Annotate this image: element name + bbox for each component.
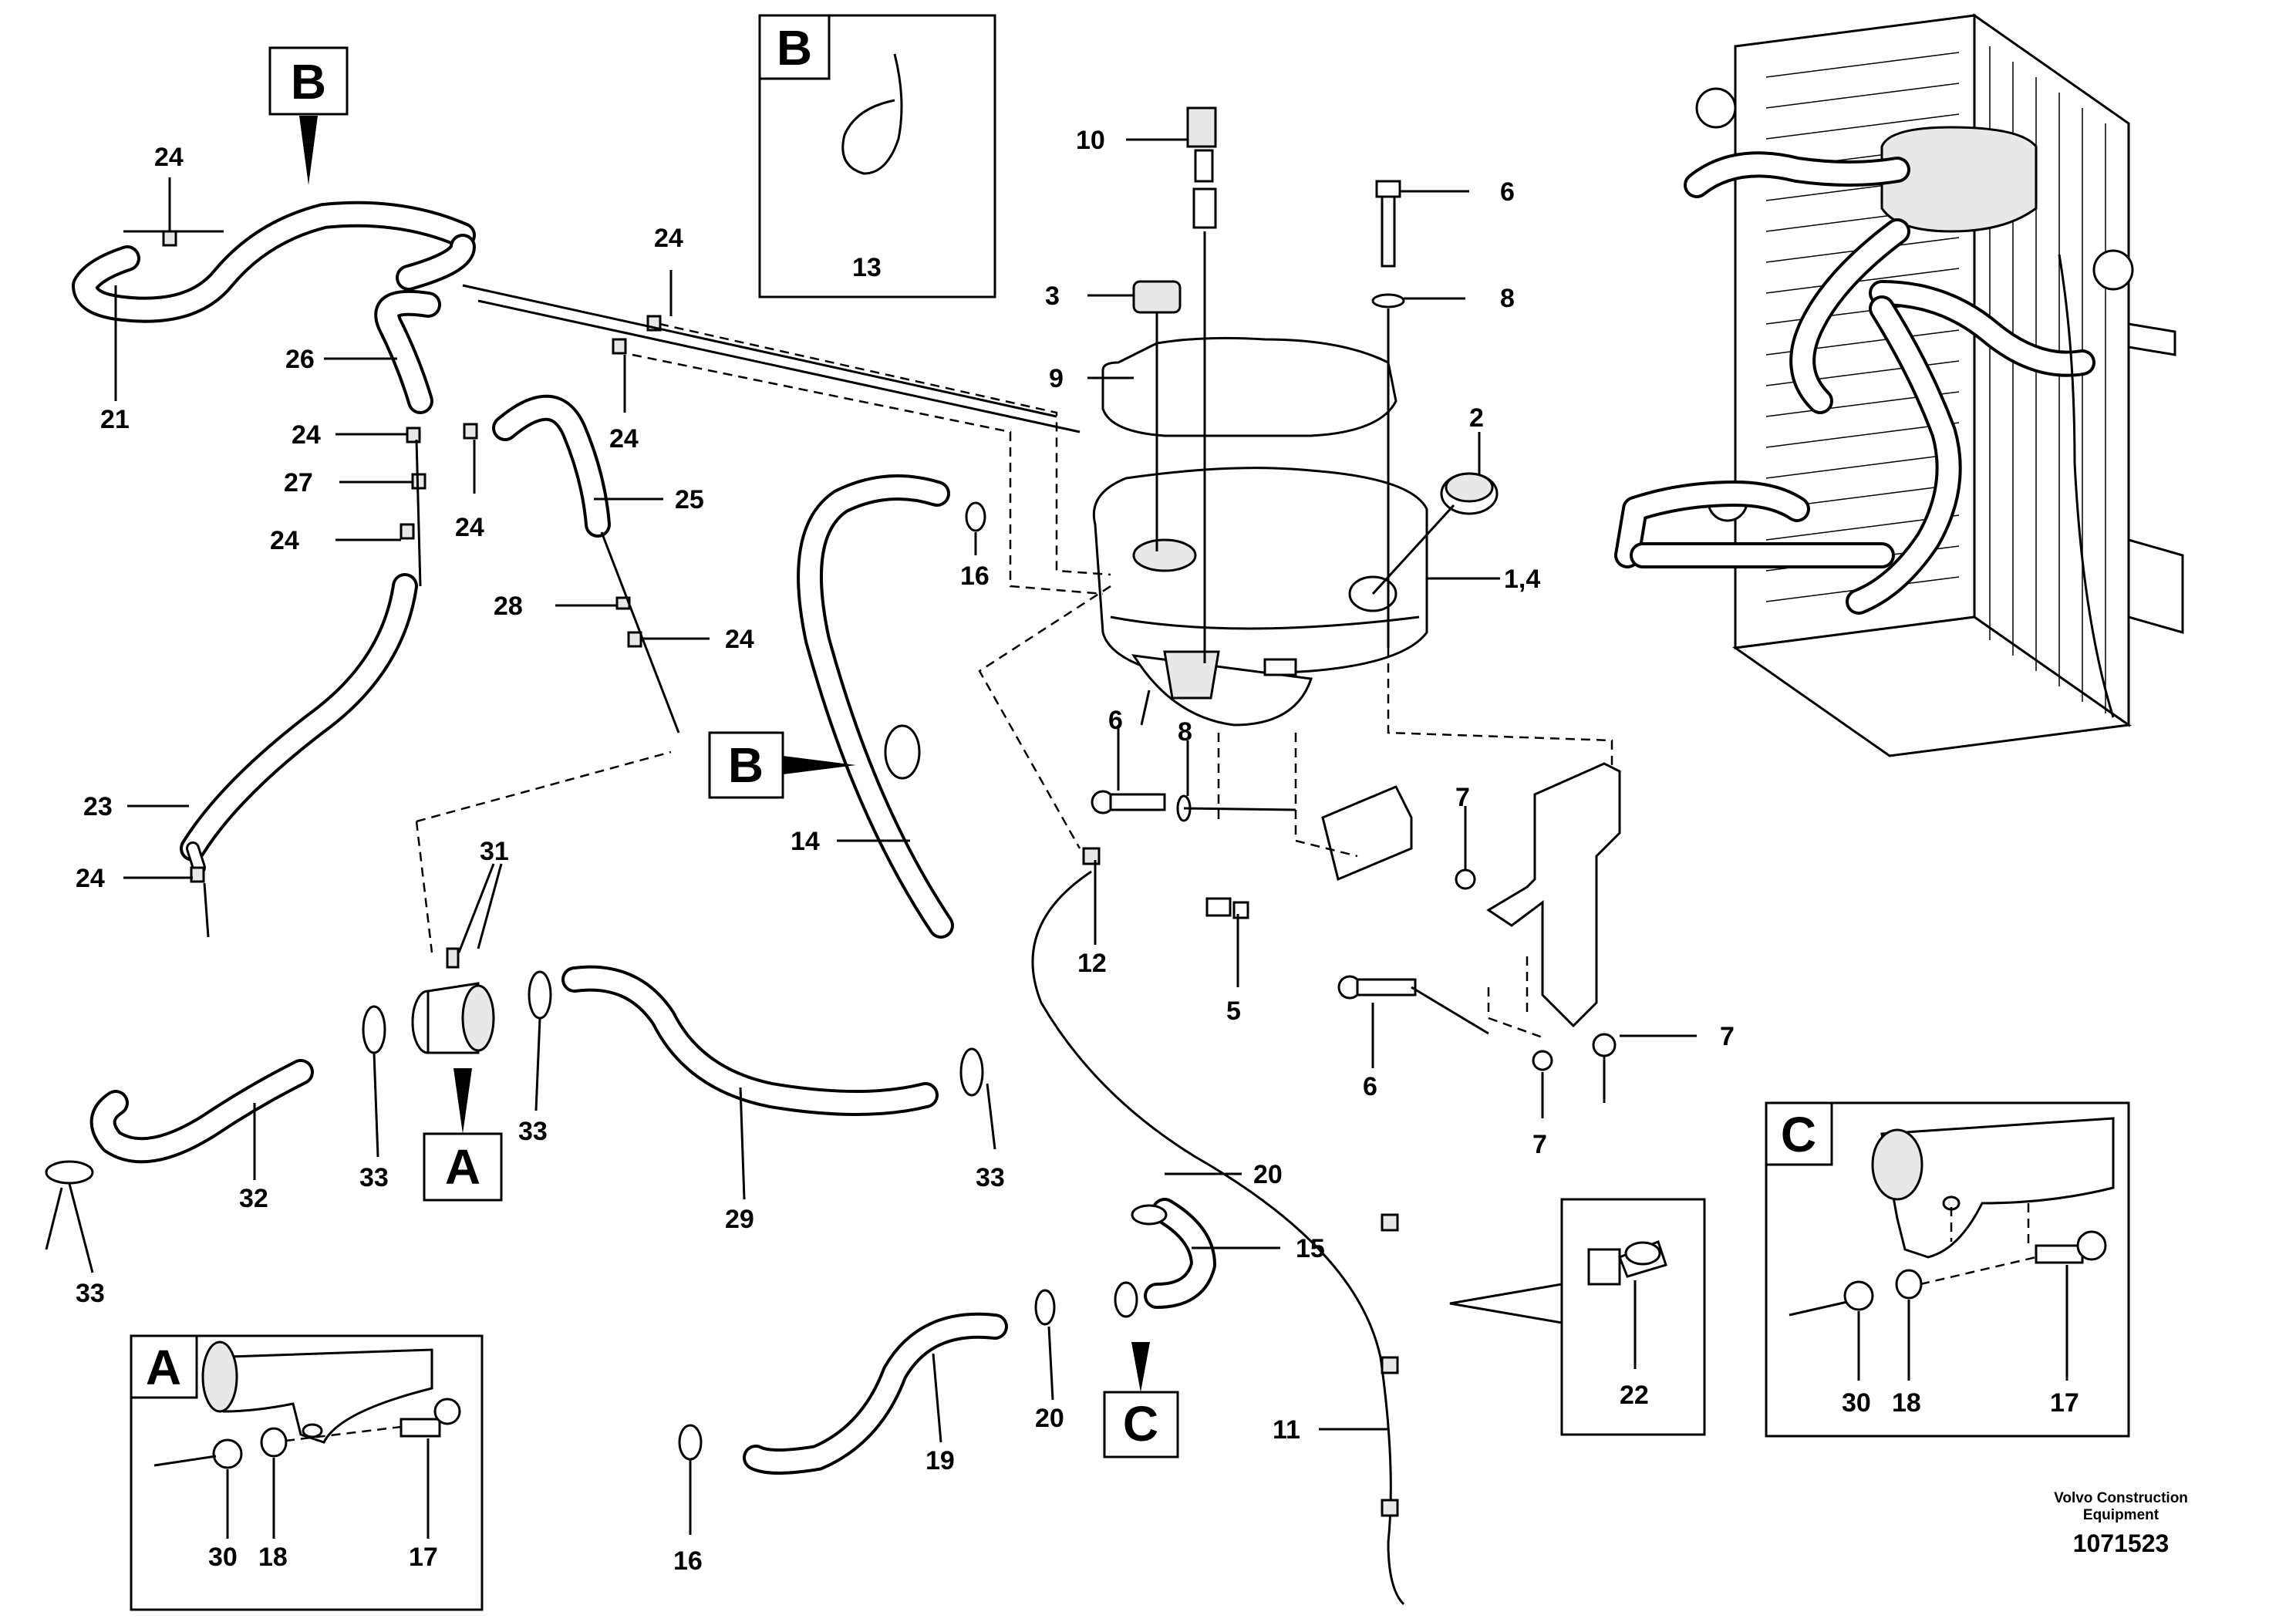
callout-11: 11 xyxy=(1273,1415,1300,1445)
callout-8-top: 8 xyxy=(1500,284,1515,313)
callout-24-a: 24 xyxy=(154,143,184,172)
callout-1-4: 1,4 xyxy=(1504,565,1540,594)
svg-text:17: 17 xyxy=(409,1543,438,1572)
callout-24-e: 24 xyxy=(455,513,484,542)
callout-19: 19 xyxy=(925,1446,955,1475)
callout-8-left: 8 xyxy=(1178,717,1192,747)
pressure-cap-2 xyxy=(1440,472,1499,515)
callout-9: 9 xyxy=(1049,364,1064,393)
callout-24-c: 24 xyxy=(292,420,321,450)
callout-27: 27 xyxy=(284,468,313,497)
svg-text:30: 30 xyxy=(208,1543,238,1572)
callout-31: 31 xyxy=(480,837,509,866)
detail-box-a: A 30 18 17 xyxy=(130,1334,484,1611)
callout-6-right: 6 xyxy=(1363,1072,1377,1101)
callout-15: 15 xyxy=(1296,1234,1325,1263)
connectors xyxy=(162,230,1399,1517)
callout-6-top: 6 xyxy=(1500,177,1515,207)
indicator-b-mid xyxy=(708,731,784,799)
detail-box-c: C 30 18 17 xyxy=(1765,1101,2130,1438)
coupling-a xyxy=(411,982,495,1054)
brackets xyxy=(1091,762,1621,1071)
brand-line-2: Equipment xyxy=(2083,1507,2159,1523)
bolt-6-right xyxy=(1337,975,1417,1000)
svg-text:18: 18 xyxy=(258,1543,288,1572)
nut-icon xyxy=(212,1438,243,1469)
svg-text:B: B xyxy=(777,20,812,76)
callout-20-bottom: 20 xyxy=(1035,1404,1064,1433)
nut-icon xyxy=(1843,1280,1874,1311)
callout-7-top: 7 xyxy=(1455,783,1470,812)
cap-3 xyxy=(1132,280,1182,314)
bolt-6-left xyxy=(1091,790,1166,814)
expansion-tank xyxy=(1092,336,1428,727)
callout-12: 12 xyxy=(1077,949,1107,978)
washer-icon xyxy=(260,1427,288,1458)
svg-text:A: A xyxy=(445,1139,480,1195)
indicator-c xyxy=(1103,1391,1179,1458)
callout-6-left: 6 xyxy=(1108,706,1123,735)
cable-tie-icon xyxy=(841,53,903,175)
bolt-icon xyxy=(400,1418,441,1438)
callout-23: 23 xyxy=(83,792,113,821)
callout-33-d: 33 xyxy=(76,1279,105,1308)
callout-25: 25 xyxy=(675,485,704,514)
callout-10: 10 xyxy=(1076,126,1105,155)
callout-33-c: 33 xyxy=(976,1163,1005,1192)
callout-24-h: 24 xyxy=(76,864,105,893)
callout-24-d: 24 xyxy=(609,424,639,454)
callout-26: 26 xyxy=(285,345,315,374)
svg-text:B: B xyxy=(291,54,326,110)
detail-box-clip: 22 xyxy=(1560,1198,1706,1436)
callout-33-a: 33 xyxy=(359,1163,389,1192)
letter-indicators: B B A C xyxy=(268,46,1179,1458)
callout-24-b: 24 xyxy=(654,224,683,253)
washer-icon xyxy=(1895,1269,1923,1300)
svg-text:13: 13 xyxy=(852,253,882,282)
svg-text:22: 22 xyxy=(1620,1381,1649,1410)
doc-number: 1071523 xyxy=(2073,1529,2170,1557)
callout-24-f: 24 xyxy=(270,526,299,555)
indicator-a xyxy=(423,1132,503,1202)
callout-16-bottom: 16 xyxy=(673,1546,703,1576)
callout-7-right: 7 xyxy=(1720,1022,1735,1051)
leader-lines xyxy=(45,116,1697,1535)
radiator-overview xyxy=(1614,13,2184,757)
bolt-icon xyxy=(2035,1244,2084,1264)
callout-16-top: 16 xyxy=(960,561,990,591)
callout-3: 3 xyxy=(1045,282,1060,311)
footer: Volvo Construction Equipment 1071523 xyxy=(2054,1490,2188,1557)
callout-32: 32 xyxy=(239,1184,268,1213)
callout-28: 28 xyxy=(494,592,523,621)
svg-text:C: C xyxy=(1781,1107,1816,1162)
callout-33-b: 33 xyxy=(518,1117,548,1146)
indicator-b-top xyxy=(268,46,349,116)
level-sensor-10 xyxy=(1186,106,1217,663)
callout-2: 2 xyxy=(1469,403,1484,433)
detail-box-b: B 13 xyxy=(758,14,996,298)
svg-text:30: 30 xyxy=(1842,1388,1871,1418)
svg-text:B: B xyxy=(728,737,764,793)
callout-5: 5 xyxy=(1226,996,1241,1026)
callout-20-top: 20 xyxy=(1253,1160,1283,1189)
brand-line-1: Volvo Construction xyxy=(2054,1490,2188,1506)
svg-text:C: C xyxy=(1123,1396,1158,1452)
callout-14: 14 xyxy=(791,827,820,856)
svg-text:18: 18 xyxy=(1892,1388,1921,1418)
callout-21: 21 xyxy=(100,405,130,434)
callout-24-g: 24 xyxy=(725,625,754,654)
callout-7-bottom: 7 xyxy=(1532,1130,1547,1159)
callout-29: 29 xyxy=(725,1205,754,1234)
bolt-6-top xyxy=(1371,180,1405,648)
svg-text:A: A xyxy=(146,1340,181,1395)
svg-text:17: 17 xyxy=(2050,1388,2079,1418)
clamps xyxy=(45,501,1168,1461)
